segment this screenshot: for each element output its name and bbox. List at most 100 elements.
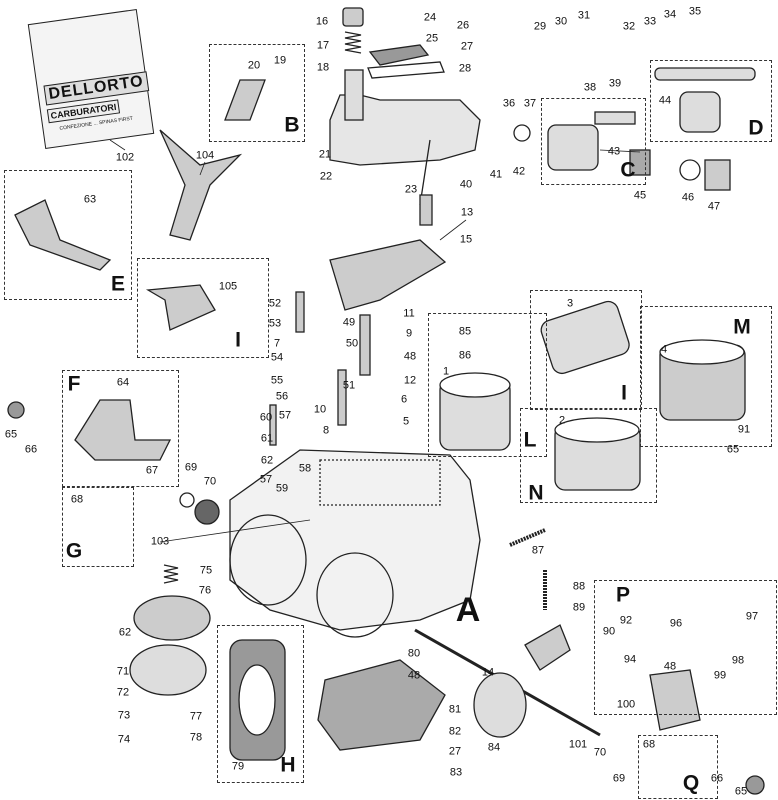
part-number-label: 17 bbox=[316, 39, 330, 52]
float-pin bbox=[419, 139, 431, 206]
washer-46 bbox=[679, 159, 701, 181]
group-box-q bbox=[638, 735, 718, 799]
part-number-label: 104 bbox=[195, 149, 215, 162]
part-number-label: 37 bbox=[523, 97, 537, 110]
part-number-label: 69 bbox=[184, 461, 198, 474]
part-number-label: 18 bbox=[316, 61, 330, 74]
part-number-label: 12 bbox=[403, 374, 417, 387]
group-letter-a: A bbox=[455, 591, 481, 629]
lever-67 bbox=[74, 399, 172, 461]
part-number-label: 74 bbox=[117, 733, 131, 746]
part-number-label: 66 bbox=[24, 443, 38, 456]
part-number-label: 35 bbox=[688, 5, 702, 18]
bracket-20 bbox=[224, 79, 266, 121]
group-letter-q: Q bbox=[682, 771, 700, 795]
part-number-label: 68 bbox=[642, 738, 656, 751]
part-number-label: 89 bbox=[572, 601, 586, 614]
filter-25 bbox=[368, 44, 430, 66]
jet-holder-11 bbox=[359, 314, 371, 376]
part-number-label: 80 bbox=[407, 647, 421, 660]
part-number-label: 86 bbox=[458, 349, 472, 362]
part-number-label: 32 bbox=[622, 20, 636, 33]
part-number-label: 33 bbox=[643, 15, 657, 28]
emulsion-tube-10 bbox=[337, 369, 347, 426]
part-number-label: 9 bbox=[405, 327, 413, 340]
float-bowl-cover-81 bbox=[317, 659, 446, 751]
group-box-p bbox=[594, 580, 777, 715]
part-number-label: 61 bbox=[260, 432, 274, 445]
group-box-e bbox=[4, 170, 132, 300]
spring-75 bbox=[163, 564, 179, 584]
part-number-label: 25 bbox=[425, 32, 439, 45]
group-letter-g: G bbox=[65, 539, 83, 563]
part-number-label: 27 bbox=[448, 745, 462, 758]
part-number-label: 92 bbox=[619, 614, 633, 627]
lever-105 bbox=[145, 284, 216, 331]
part-number-label: 67 bbox=[145, 464, 159, 477]
part-number-label: 58 bbox=[298, 462, 312, 475]
group-box-n bbox=[520, 408, 657, 503]
bracket-100 bbox=[649, 669, 701, 731]
part-number-label: 1 bbox=[442, 365, 450, 378]
part-number-label: 59 bbox=[275, 482, 289, 495]
part-number-label: 88 bbox=[572, 580, 586, 593]
part-number-label: 102 bbox=[115, 151, 135, 164]
part-number-label: 5 bbox=[402, 415, 410, 428]
part-number-label: 98 bbox=[731, 654, 745, 667]
lever-104 bbox=[159, 129, 243, 241]
group-box-m bbox=[640, 306, 772, 447]
part-number-label: 75 bbox=[199, 564, 213, 577]
part-number-label: 60 bbox=[259, 411, 273, 424]
part-number-label: 100 bbox=[616, 698, 636, 711]
group-box-d bbox=[650, 60, 772, 142]
part-number-label: 40 bbox=[459, 178, 473, 191]
part-number-label: 51 bbox=[342, 379, 356, 392]
part-number-label: 4 bbox=[660, 343, 668, 356]
part-number-label: 63 bbox=[83, 193, 97, 206]
part-number-label: 19 bbox=[273, 54, 287, 67]
package-brand: DELLORTO bbox=[43, 71, 149, 106]
venturi-3 bbox=[540, 300, 630, 375]
part-number-label: 46 bbox=[681, 191, 695, 204]
part-number-label: 81 bbox=[448, 703, 462, 716]
part-number-label: 24 bbox=[423, 11, 437, 24]
part-number-label: 68 bbox=[70, 493, 84, 506]
group-box-f bbox=[62, 370, 179, 487]
part-number-label: 16 bbox=[315, 15, 329, 28]
pump-cover-71 bbox=[129, 644, 207, 696]
cap-16 bbox=[342, 7, 364, 27]
part-number-label: 71 bbox=[116, 665, 130, 678]
part-number-label: 54 bbox=[270, 351, 284, 364]
part-number-label: 11 bbox=[403, 307, 415, 320]
gasket-28 bbox=[367, 61, 445, 79]
part-number-label: 83 bbox=[449, 766, 463, 779]
leader-lines bbox=[109, 139, 641, 543]
cover-tower bbox=[344, 69, 364, 121]
part-number-label: 56 bbox=[275, 390, 289, 403]
part-number-label: 105 bbox=[218, 280, 238, 293]
part-number-label: 48 bbox=[663, 660, 677, 673]
group-box-g bbox=[62, 487, 134, 567]
part-number-label: 48 bbox=[407, 669, 421, 682]
part-number-label: 91 bbox=[737, 423, 751, 436]
nut-65b bbox=[745, 775, 765, 795]
nut-65 bbox=[7, 401, 25, 419]
part-number-label: 64 bbox=[116, 376, 130, 389]
part-number-label: 47 bbox=[707, 200, 721, 213]
part-number-label: 87 bbox=[531, 544, 545, 557]
part-number-label: 101 bbox=[568, 738, 588, 751]
group-box-i-lever bbox=[137, 258, 269, 358]
part-number-label: 48 bbox=[403, 350, 417, 363]
group-letter-i-venturi: I bbox=[621, 381, 627, 405]
needle-52 bbox=[295, 291, 305, 333]
part-number-label: 43 bbox=[607, 145, 621, 158]
part-number-label: 76 bbox=[198, 584, 212, 597]
part-number-label: 23 bbox=[404, 183, 418, 196]
group-letter-e: E bbox=[110, 272, 126, 296]
part-number-label: 30 bbox=[554, 15, 568, 28]
throat-left bbox=[229, 514, 307, 606]
group-box-b bbox=[209, 44, 305, 142]
part-number-label: 2 bbox=[558, 414, 566, 427]
